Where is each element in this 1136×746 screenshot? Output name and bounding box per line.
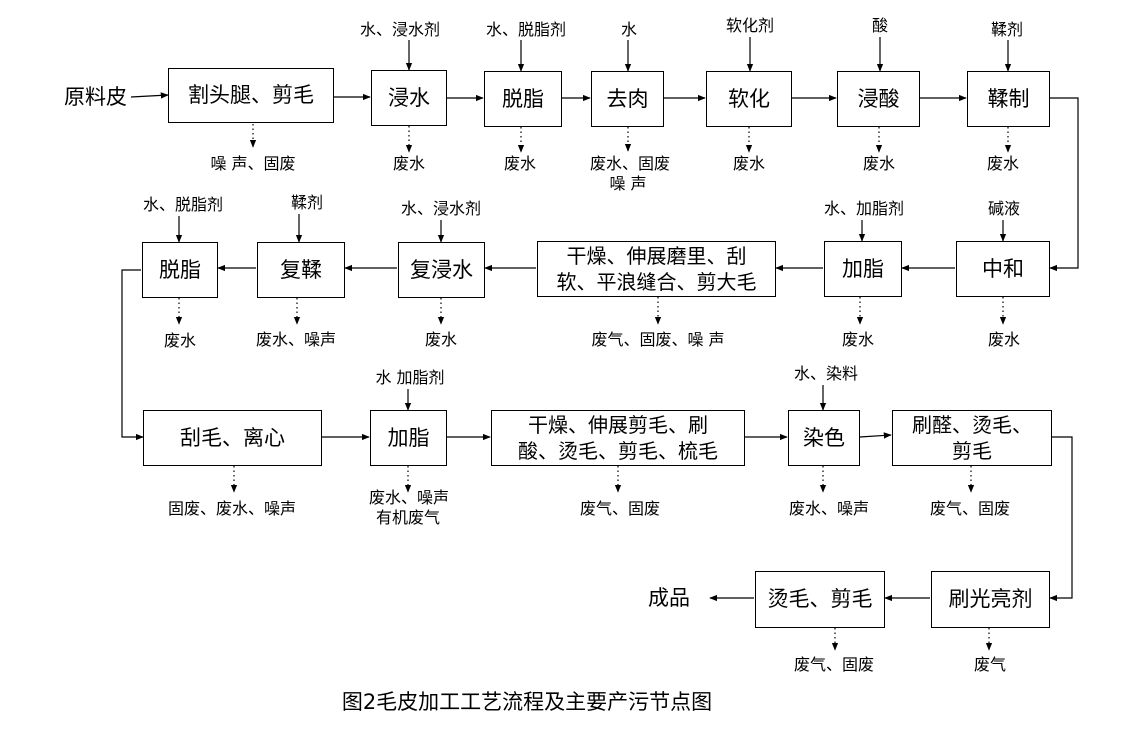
step-fatliquoring-1: 加脂	[824, 241, 902, 297]
step-soaking: 浸水	[371, 70, 447, 126]
emission-label-s4-line1: 废水、固废	[589, 154, 671, 173]
emission-label-s12: 废水、噪声	[255, 330, 337, 349]
arrow-raw-to-s1	[130, 92, 169, 99]
step-fatliquoring-2: 加脂	[370, 410, 447, 466]
step-dry-stretch-shear-comb: 干燥、伸展剪毛、刷 酸、烫毛、剪毛、梳毛	[491, 410, 745, 466]
step-degreasing-2: 脱脂	[142, 242, 218, 298]
step-ironing-shearing: 烫毛、剪毛	[755, 571, 885, 628]
emission-label-s9: 废水	[841, 330, 875, 349]
step-brush-gloss-agent: 刷光亮剂	[931, 571, 1050, 628]
step-label: 刮毛、离心	[180, 425, 285, 450]
input-label-s17: 水、染料	[793, 364, 859, 383]
input-label-s3: 水、脱脂剂	[485, 20, 567, 39]
emission-label-s19: 废气	[973, 655, 1007, 674]
step-label-line1: 干燥、伸展磨里、刮	[566, 244, 747, 268]
input-label-s13: 水、脱脂剂	[142, 195, 224, 214]
product-label: 成品	[648, 586, 690, 610]
emission-label-s4-line2: 噪 声	[609, 174, 647, 193]
emission-label-s5: 废水	[732, 154, 766, 173]
step-label: 鞣制	[987, 86, 1030, 111]
input-label-s15: 水 加脂剂	[375, 368, 445, 387]
step-brush-aldehyde-iron-shear: 刷醛、烫毛、 剪毛	[892, 410, 1052, 466]
input-label-s6: 酸	[871, 16, 889, 35]
emission-label-s17: 废水、噪声	[788, 499, 870, 518]
step-neutralization: 中和	[956, 241, 1050, 297]
step-label: 加脂	[842, 256, 884, 281]
emission-label-s2: 废水	[392, 154, 426, 173]
step-dry-stretch-sand: 干燥、伸展磨里、刮 软、平浪缝合、剪大毛	[537, 241, 776, 297]
emission-label-s20: 废气、固废	[793, 655, 875, 674]
step-scraping-centrifuge: 刮毛、离心	[143, 410, 322, 466]
step-degreasing: 脱脂	[484, 71, 562, 127]
step-label: 刷光亮剂	[948, 587, 1033, 611]
emission-label-s11: 废水	[424, 330, 458, 349]
step-pickling: 浸酸	[837, 71, 920, 127]
emission-label-s1: 噪 声、固废	[210, 154, 296, 173]
step-fleshing: 去肉	[591, 71, 664, 127]
emission-label-s16: 废气、固废	[579, 499, 661, 518]
step-label-line1: 干燥、伸展剪毛、刷	[528, 413, 708, 437]
step-label-line2: 软、平浪缝合、剪大毛	[556, 270, 757, 294]
input-label-s12: 鞣剂	[290, 193, 324, 212]
step-label: 浸酸	[857, 86, 900, 111]
emission-label-s13: 废水	[163, 331, 197, 350]
step-label: 中和	[982, 256, 1024, 281]
step-dyeing: 染色	[788, 410, 860, 466]
emission-label-s8: 废水	[987, 330, 1021, 349]
step-tanning: 鞣制	[967, 71, 1050, 127]
arrow-s17-s18	[859, 432, 892, 439]
step-softening: 软化	[706, 71, 792, 127]
input-label-s11: 水、浸水剂	[400, 199, 482, 218]
emission-label-s15-line2: 有机废气	[375, 508, 441, 527]
input-label-s5: 软化剂	[725, 16, 775, 35]
emission-label-s10: 废气、固废、噪 声	[591, 330, 725, 349]
step-label-line2: 剪毛	[952, 439, 992, 463]
emission-label-s6: 废水	[862, 154, 896, 173]
emission-label-s3: 废水	[503, 154, 537, 173]
arrow-s7-s8	[1049, 97, 1079, 272]
step-label-line2: 酸、烫毛、剪毛、梳毛	[518, 439, 718, 463]
arrow-s13-s14	[121, 269, 144, 441]
input-label-s7: 鞣剂	[990, 20, 1024, 39]
step-cut-head-legs-shear: 割头腿、剪毛	[168, 68, 334, 123]
step-label: 割头腿、剪毛	[188, 83, 314, 107]
step-label: 脱脂	[502, 86, 544, 111]
step-label: 染色	[803, 425, 845, 450]
input-label-s4: 水	[620, 20, 638, 39]
emission-label-s15-line1: 废水、噪声	[368, 488, 450, 507]
input-label-s9: 水、加脂剂	[823, 199, 905, 218]
step-re-soaking: 复浸水	[398, 242, 485, 298]
step-label: 复鞣	[280, 257, 322, 282]
figure-caption: 图2毛皮加工工艺流程及主要产污节点图	[341, 690, 713, 714]
emission-label-s18: 废气、固废	[929, 499, 1011, 518]
step-label: 去肉	[606, 86, 649, 111]
step-label: 加脂	[387, 425, 430, 450]
step-label: 软化	[728, 86, 770, 111]
emission-label-s14: 固废、废水、噪声	[167, 499, 297, 518]
emission-label-s7: 废水	[986, 154, 1020, 173]
raw-material-label: 原料皮	[64, 85, 127, 109]
input-label-s2: 水、浸水剂	[359, 20, 441, 39]
step-label: 浸水	[388, 85, 430, 110]
arrow-s18-s19	[1049, 436, 1073, 602]
step-label: 复浸水	[410, 257, 473, 282]
input-label-s8: 碱液	[987, 199, 1021, 218]
step-retanning: 复鞣	[257, 242, 345, 298]
step-label: 脱脂	[159, 257, 201, 282]
step-label-line1: 刷醛、烫毛、	[912, 413, 1032, 437]
step-label: 烫毛、剪毛	[767, 587, 873, 611]
